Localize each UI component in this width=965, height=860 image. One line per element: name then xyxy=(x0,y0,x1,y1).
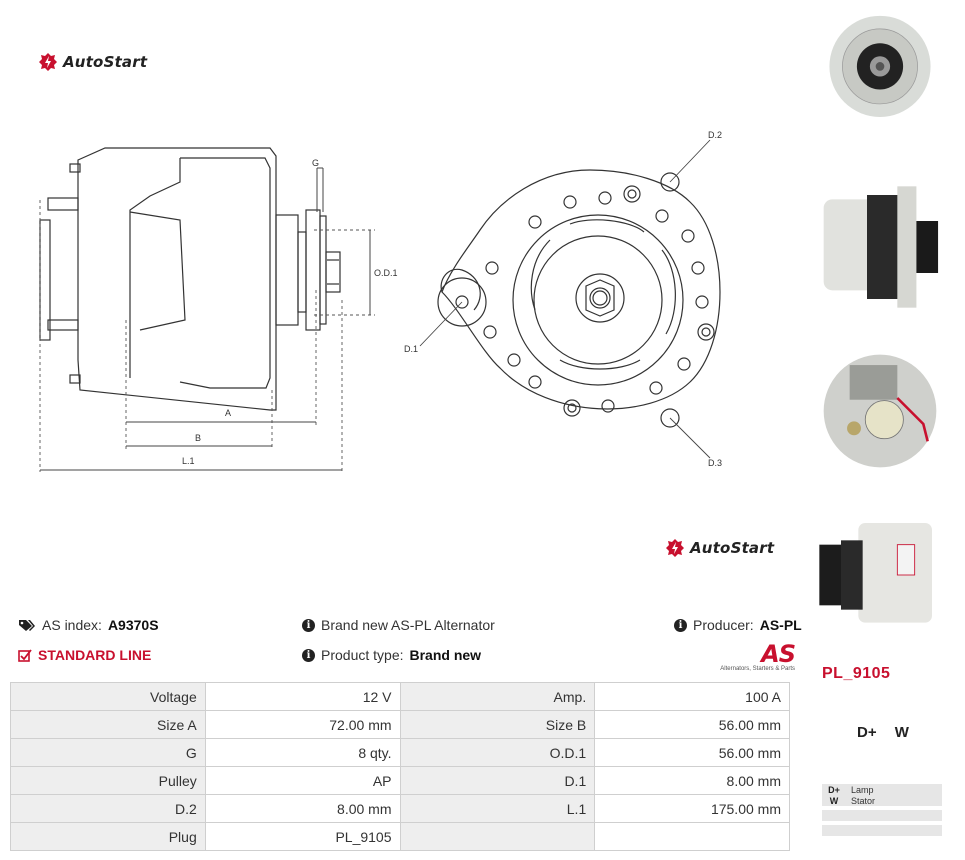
alternator-side-view xyxy=(39,147,341,411)
spec-value: PL_9105 xyxy=(204,822,401,851)
plug-pin-w: W xyxy=(894,724,909,741)
as-pl-mark: AS xyxy=(761,640,796,668)
spec-label: L.1 xyxy=(399,794,596,823)
standard-line-label: STANDARD LINE xyxy=(38,647,152,663)
plug-part-number: PL_9105 xyxy=(822,665,891,682)
label-a: A xyxy=(225,408,231,418)
description-text: Brand new AS-PL Alternator xyxy=(321,617,495,633)
spec-label: Pulley xyxy=(10,766,206,795)
spec-label: Plug xyxy=(10,822,206,851)
spec-value: 72.00 mm xyxy=(204,710,401,739)
standard-line: STANDARD LINE xyxy=(18,647,151,663)
legend-desc: Stator xyxy=(846,795,942,806)
legend-row: D+Lamp xyxy=(822,784,942,795)
autostart-logo-icon xyxy=(666,539,684,557)
brand-name-secondary: AutoStart xyxy=(690,539,775,557)
as-pl-logo: AS Alternators, Starters & Parts xyxy=(705,640,796,672)
legend-row xyxy=(822,810,942,821)
as-pl-tagline: Alternators, Starters & Parts xyxy=(720,666,795,672)
photo-side[interactable] xyxy=(805,182,955,312)
spec-value: 100 A xyxy=(594,682,790,711)
dimension-arrows xyxy=(40,167,371,471)
brand-name: AutoStart xyxy=(63,53,148,71)
alternator-front-view xyxy=(419,139,721,459)
label-b: B xyxy=(195,433,201,443)
spec-label: Amp. xyxy=(399,682,596,711)
autostart-logo-secondary: AutoStart xyxy=(665,538,774,558)
spec-value: 56.00 mm xyxy=(594,710,790,739)
checkbox-icon xyxy=(18,648,32,662)
producer-label: Producer: xyxy=(693,617,754,633)
legend-desc xyxy=(846,810,942,821)
description: i Brand new AS-PL Alternator xyxy=(302,617,495,633)
dimension-lines xyxy=(39,200,375,472)
spec-value: 175.00 mm xyxy=(594,794,790,823)
product-type-value: Brand new xyxy=(409,647,482,663)
spec-value: 8.00 mm xyxy=(594,766,790,795)
spec-label: Size B xyxy=(399,710,596,739)
tags-icon xyxy=(19,619,35,631)
legend-desc: Lamp xyxy=(846,784,942,795)
label-od1: O.D.1 xyxy=(374,268,398,278)
spec-label: Size A xyxy=(10,710,206,739)
legend-pin xyxy=(822,825,846,836)
legend-pin xyxy=(822,810,846,821)
spec-value: 12 V xyxy=(204,682,401,711)
spec-label: D.1 xyxy=(399,766,596,795)
photo-rear[interactable] xyxy=(805,346,955,476)
spec-value: 8 qty. xyxy=(204,738,401,767)
legend-row xyxy=(822,825,942,836)
autostart-logo-icon xyxy=(39,53,57,71)
label-d3: D.3 xyxy=(708,458,722,468)
spec-label: O.D.1 xyxy=(399,738,596,767)
photo-front[interactable] xyxy=(805,5,955,135)
producer-value: AS-PL xyxy=(759,617,802,633)
label-g: G xyxy=(312,158,319,168)
spec-value xyxy=(594,822,790,851)
legend-pin: W xyxy=(822,795,846,806)
label-d1: D.1 xyxy=(404,344,418,354)
as-index-label: AS index: xyxy=(42,617,102,633)
info-icon: i xyxy=(302,618,315,632)
spec-value: 56.00 mm xyxy=(594,738,790,767)
producer: i Producer: AS-PL xyxy=(674,617,802,633)
product-type: i Product type: Brand new xyxy=(302,647,481,663)
label-d2: D.2 xyxy=(708,130,722,140)
spec-label xyxy=(399,822,596,851)
info-icon: i xyxy=(302,648,315,662)
legend-pin: D+ xyxy=(822,784,846,795)
spec-label: Voltage xyxy=(10,682,206,711)
spec-label: G xyxy=(10,738,206,767)
legend-desc xyxy=(846,825,942,836)
technical-drawing: A B L.1 G O.D.1 xyxy=(39,130,722,472)
as-index-value: A9370S xyxy=(107,617,159,633)
label-l1: L.1 xyxy=(182,456,195,466)
photo-angle[interactable] xyxy=(805,510,955,640)
plug-pin-dplus: D+ xyxy=(857,724,877,741)
spec-value: AP xyxy=(204,766,401,795)
plug-pins: D+ W xyxy=(857,724,923,741)
info-icon: i xyxy=(674,618,687,632)
spec-value: 8.00 mm xyxy=(204,794,401,823)
autostart-logo: AutoStart xyxy=(38,52,147,72)
as-index: AS index: A9370S xyxy=(18,617,159,633)
product-type-label: Product type: xyxy=(321,647,404,663)
spec-label: D.2 xyxy=(10,794,206,823)
